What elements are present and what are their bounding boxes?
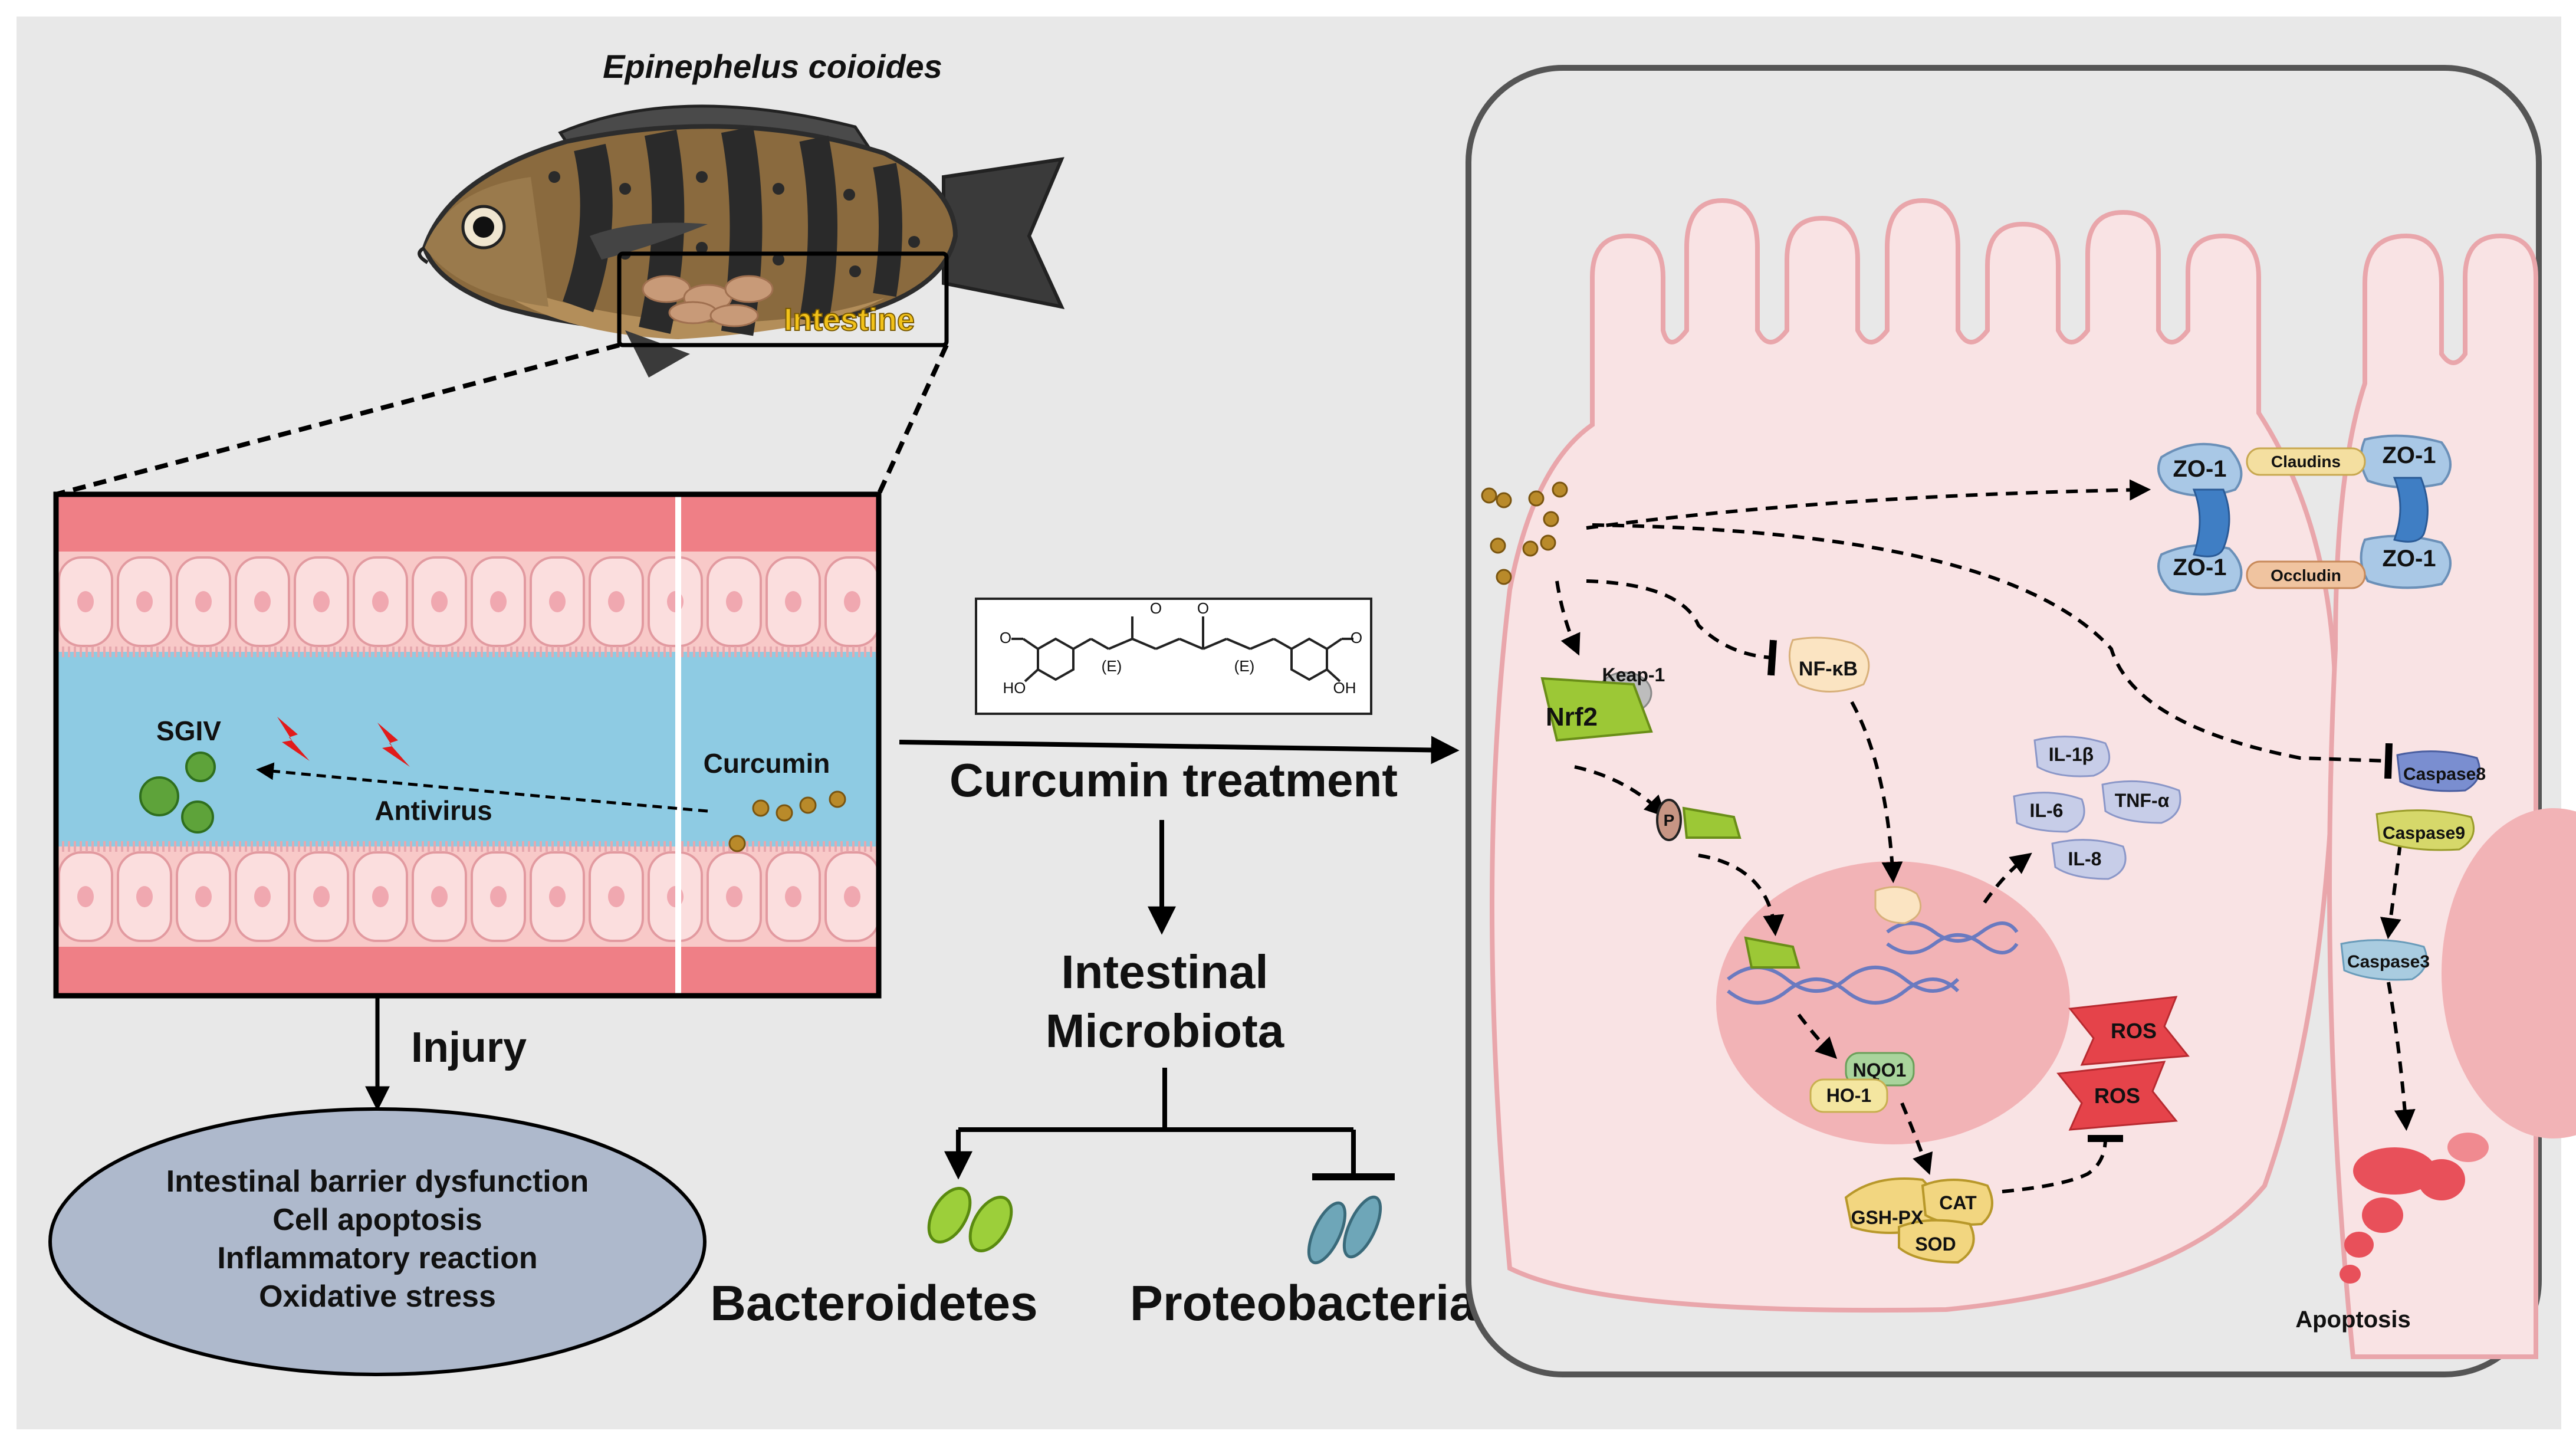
structure-o2: O [1150, 599, 1162, 617]
damage-bolt-icon [377, 723, 410, 767]
injury-outcome-ellipse [48, 1107, 707, 1376]
cell-nucleus [254, 886, 271, 907]
cell-nucleus [313, 591, 330, 612]
sgiv-label: SGIV [156, 716, 221, 746]
bacteroidetes-icon [927, 1186, 1013, 1253]
damage-bolt-icon [277, 717, 310, 761]
virus-icon [139, 752, 216, 834]
caspase9-label: Caspase9 [2383, 823, 2465, 843]
treatment-label: Curcumin treatment [949, 754, 1398, 806]
cell-nucleus [254, 591, 271, 612]
cell-nucleus [431, 886, 448, 907]
curcumin-structure: O HO (E) O O (E) O OH [975, 598, 1372, 715]
gshpx-label: GSH-PX [1851, 1207, 1924, 1228]
apoptosis-label: Apoptosis [2295, 1307, 2411, 1333]
cat-label: CAT [1939, 1192, 1977, 1213]
structure-e2: (E) [1234, 657, 1255, 675]
nfkb-label: NF-κB [1799, 658, 1858, 680]
cell-nucleus [549, 591, 566, 612]
curcumin-particles-icon [1481, 481, 1568, 585]
fish-illustration: Epinephelus coioides [418, 48, 1065, 378]
proteobacteria-icon [1307, 1195, 1382, 1265]
il8-label: IL-8 [2068, 848, 2102, 869]
ros-label-1: ROS [2111, 1019, 2157, 1043]
sod-label: SOD [1915, 1233, 1956, 1255]
cell-nucleus [77, 886, 94, 907]
p-label: P [1664, 811, 1675, 829]
cell-nucleus [785, 591, 801, 612]
nrf2-label: Nrf2 [1546, 703, 1598, 731]
intestine-zoom-box [617, 251, 949, 347]
antivirus-arrow [256, 762, 708, 813]
cell-nucleus [431, 591, 448, 612]
microbiota-label-line1: Intestinal [1061, 946, 1268, 998]
zo1-br-label: ZO-1 [2382, 546, 2436, 572]
tnfa-label: TNF-α [2115, 790, 2170, 811]
bacteroidetes-label: Bacteroidetes [710, 1275, 1038, 1331]
caspase8-label: Caspase8 [2403, 764, 2486, 784]
ho1-label: HO-1 [1826, 1085, 1871, 1106]
claudins-label: Claudins [2271, 452, 2341, 471]
curcumin-particles-icon [728, 790, 846, 852]
ros-label-2: ROS [2094, 1084, 2140, 1108]
cell-nucleus [195, 886, 212, 907]
tight-junction-complex: ZO-1 ZO-1 ZO-1 ZO-1 Claudins Occludin [2157, 434, 2452, 596]
outcome-inflammation: Inflammatory reaction [217, 1241, 537, 1275]
cell-nucleus [726, 591, 742, 612]
zoom-line-right [876, 344, 949, 496]
zoom-line-left [55, 343, 620, 497]
outcome-barrier: Intestinal barrier dysfunction [166, 1164, 589, 1199]
species-label: Epinephelus coioides [603, 48, 942, 85]
caspase3-label: Caspase3 [2347, 952, 2430, 972]
cell-nucleus [726, 886, 742, 907]
occludin-label: Occludin [2271, 566, 2341, 585]
intestine-label: Intestine [784, 302, 915, 337]
injury-label: Injury [411, 1024, 527, 1071]
cell-nucleus [608, 591, 625, 612]
zo1-tr-label: ZO-1 [2382, 442, 2436, 468]
structure-e1: (E) [1102, 657, 1122, 675]
cell-nucleus [549, 886, 566, 907]
il1b-label: IL-1β [2049, 744, 2094, 765]
cell-nucleus [136, 886, 153, 907]
cell-nucleus [195, 591, 212, 612]
nqo1-label: NQO1 [1853, 1059, 1907, 1081]
curcumin-label: Curcumin [704, 748, 830, 779]
cell-nucleus [844, 886, 860, 907]
proteobacteria-label: Proteobacteria [1130, 1275, 1477, 1331]
zo1-tl-label: ZO-1 [2173, 456, 2226, 482]
structure-oh: OH [1333, 679, 1356, 697]
microbiota-label-line2: Microbiota [1046, 1005, 1284, 1057]
treatment-arrow [899, 736, 1460, 764]
structure-o3: O [1197, 599, 1209, 617]
il6-label: IL-6 [2030, 800, 2064, 821]
cell-panel: Keap-1 Nrf2 P NF-κB IL-1β IL-6 TNF-α IL-… [1466, 65, 2576, 1377]
cell-nucleus [313, 886, 330, 907]
structure-o1: O [1000, 629, 1011, 647]
intestinal-section-panel: SGIV Antivirus Curcumin [53, 491, 882, 999]
structure-ho: HO [1003, 679, 1026, 697]
cell-nucleus [844, 591, 860, 612]
cell-nucleus [785, 886, 801, 907]
outcome-apoptosis: Cell apoptosis [272, 1203, 482, 1237]
outcome-oxidative: Oxidative stress [259, 1279, 496, 1314]
antivirus-label: Antivirus [374, 795, 492, 826]
cell-nucleus [490, 886, 507, 907]
apoptotic-bodies-icon [2340, 1133, 2489, 1284]
cell-nucleus [77, 591, 94, 612]
cell-nucleus [372, 886, 389, 907]
cell-nucleus [372, 591, 389, 612]
cell-nucleus [490, 591, 507, 612]
cell-nucleus [136, 591, 153, 612]
structure-o4: O [1351, 629, 1362, 647]
cell-nucleus [608, 886, 625, 907]
zo1-bl-label: ZO-1 [2173, 554, 2226, 580]
